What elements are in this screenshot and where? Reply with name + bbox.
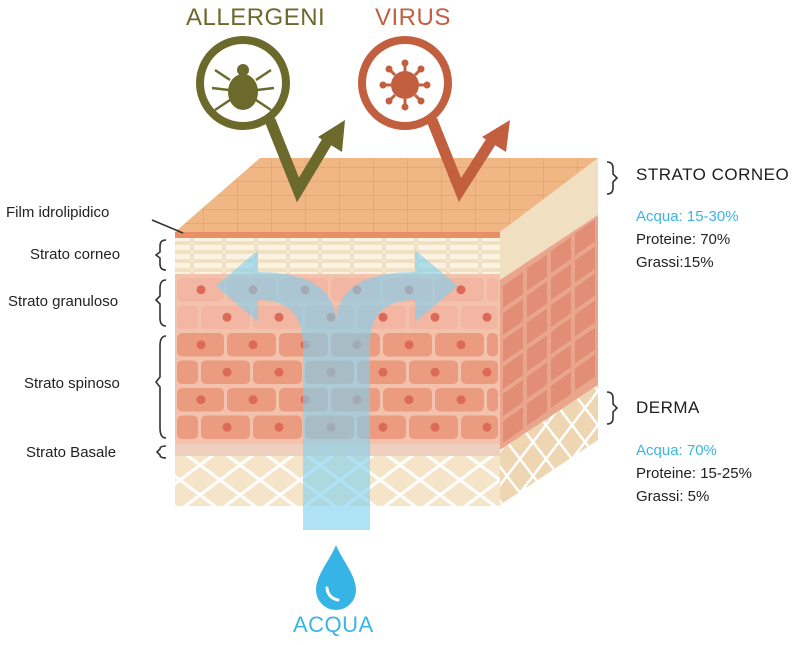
epidermis-cell	[177, 415, 198, 439]
cell-nucleus	[196, 285, 206, 295]
side-cell	[551, 345, 571, 381]
cell-nucleus	[482, 312, 492, 322]
side-cell	[551, 264, 571, 300]
cell-nucleus	[456, 285, 466, 295]
epidermis-cell	[487, 333, 498, 357]
cell-nucleus	[248, 340, 258, 350]
epidermis-cell	[461, 360, 498, 384]
side-cell	[575, 354, 595, 391]
side-cell	[551, 318, 571, 354]
cell-nucleus	[404, 395, 414, 405]
cell-nucleus	[248, 395, 258, 405]
cell-nucleus	[222, 422, 232, 432]
label-film-idrolipidico: Film idrolipidico	[6, 204, 110, 221]
side-cell	[527, 281, 547, 318]
side-cell	[575, 327, 595, 364]
cell-nucleus	[404, 340, 414, 350]
cell-nucleus	[196, 340, 206, 350]
side-cell	[503, 326, 523, 362]
cell-nucleus	[482, 422, 492, 432]
cell-nucleus	[378, 422, 388, 432]
label-strato-corneo: Strato corneo	[30, 246, 121, 263]
skin-surface	[175, 158, 598, 238]
cell-nucleus	[430, 422, 440, 432]
cell-nucleus	[274, 312, 284, 322]
cell-nucleus	[274, 367, 284, 377]
label-strato-basale: Strato Basale	[26, 444, 117, 461]
epidermis-cell	[177, 360, 198, 384]
side-cell	[527, 308, 547, 345]
epidermis-cell	[461, 305, 498, 329]
cell-nucleus	[482, 367, 492, 377]
corneo-fats: Grassi:15%	[636, 254, 714, 271]
side-cell	[575, 273, 595, 310]
allergens-title: ALLERGENI	[186, 4, 326, 31]
strato-corneo-layer	[175, 238, 500, 274]
side-cell	[575, 246, 595, 283]
epidermis-cell	[177, 305, 198, 329]
epidermis-cell	[487, 278, 498, 302]
label-strato-granuloso: Strato granuloso	[8, 293, 119, 310]
cell-nucleus	[430, 367, 440, 377]
virus-icon	[379, 59, 431, 111]
side-cell	[551, 372, 571, 408]
epidermis-cell	[487, 388, 498, 412]
water-label: ACQUA	[293, 612, 374, 637]
right-braces	[606, 161, 619, 425]
cell-nucleus	[430, 312, 440, 322]
virus-threat	[358, 36, 510, 202]
virus-title: VIRUS	[375, 4, 451, 31]
right-title-strato-corneo: STRATO CORNEO	[636, 165, 790, 184]
corneo-proteins: Proteine: 70%	[636, 231, 731, 248]
side-cell	[527, 362, 547, 399]
side-cell	[503, 407, 523, 443]
side-cell	[575, 300, 595, 337]
side-cell	[503, 272, 523, 308]
label-strato-spinoso: Strato spinoso	[24, 375, 120, 392]
right-title-derma: DERMA	[636, 398, 700, 417]
side-cell	[527, 389, 547, 426]
side-cell	[527, 254, 547, 291]
water-drop-icon	[316, 545, 356, 610]
cell-nucleus	[378, 367, 388, 377]
cell-nucleus	[456, 395, 466, 405]
left-braces	[151, 219, 184, 459]
cell-nucleus	[196, 395, 206, 405]
mite-icon	[211, 64, 275, 112]
cell-nucleus	[456, 340, 466, 350]
side-cell	[503, 380, 523, 416]
epidermis-cell	[461, 415, 498, 439]
side-cell	[503, 299, 523, 335]
cell-nucleus	[222, 312, 232, 322]
cell-nucleus	[222, 367, 232, 377]
side-cell	[503, 353, 523, 389]
side-cell	[551, 237, 571, 273]
side-cell	[551, 291, 571, 327]
cell-nucleus	[378, 312, 388, 322]
cell-nucleus	[274, 422, 284, 432]
derma-fats: Grassi: 5%	[636, 488, 710, 505]
allergens-threat	[196, 36, 345, 203]
side-cell	[527, 335, 547, 372]
water-flow-arrow	[216, 250, 458, 530]
derma-proteins: Proteine: 15-25%	[636, 465, 752, 482]
side-cell	[575, 219, 595, 256]
skin-side-face	[500, 158, 598, 505]
corneo-water: Acqua: 15-30%	[636, 208, 739, 225]
derma-water: Acqua: 70%	[636, 442, 717, 459]
